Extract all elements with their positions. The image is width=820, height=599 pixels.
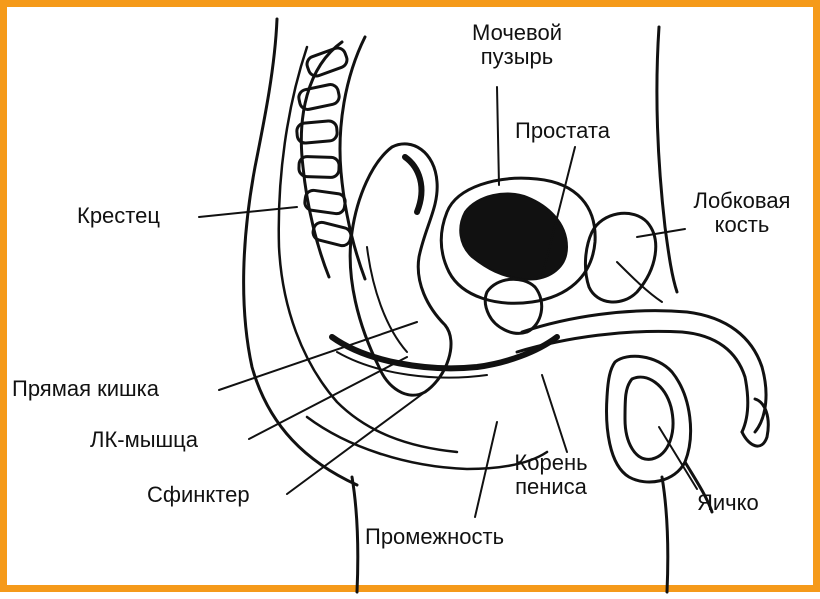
label-sacrum: Крестец [77, 203, 160, 228]
prostate-shape [483, 277, 544, 335]
label-pubic-bone-line1: Лобковая [693, 188, 791, 213]
leader-lines [198, 86, 698, 518]
label-penis-root-line2: пениса [515, 474, 587, 499]
pelvic-floor [329, 334, 560, 372]
label-pubic-bone: Лобковая кость [677, 189, 807, 237]
spine [295, 35, 367, 281]
testicle-shape [605, 354, 693, 484]
pubic-bone-shape [583, 211, 658, 304]
penis-shape [515, 309, 770, 448]
label-bladder-line2: пузырь [480, 44, 554, 69]
label-penis-root-line1: Корень [514, 450, 588, 475]
back-outline [242, 17, 359, 487]
label-testicle: Яичко [697, 490, 759, 515]
label-perineum: Промежность [365, 524, 505, 549]
rectum-shape [348, 142, 453, 397]
bladder-shape [439, 176, 597, 305]
perineum-line [305, 415, 549, 471]
label-rectum: Прямая кишка [12, 376, 160, 401]
label-bladder: Мочевой пузырь [447, 21, 587, 69]
anatomy-drawing [198, 17, 770, 594]
front-outline [655, 25, 679, 294]
label-levator-muscle: ЛК-мышца [90, 427, 199, 452]
label-penis-root: Корень пениса [501, 451, 601, 499]
label-bladder-line1: Мочевой [472, 20, 562, 45]
label-sphincter: Сфинктер [147, 482, 250, 507]
label-pubic-bone-line2: кость [714, 212, 770, 237]
inner-back-curve [277, 45, 459, 454]
label-prostate: Простата [515, 118, 610, 143]
